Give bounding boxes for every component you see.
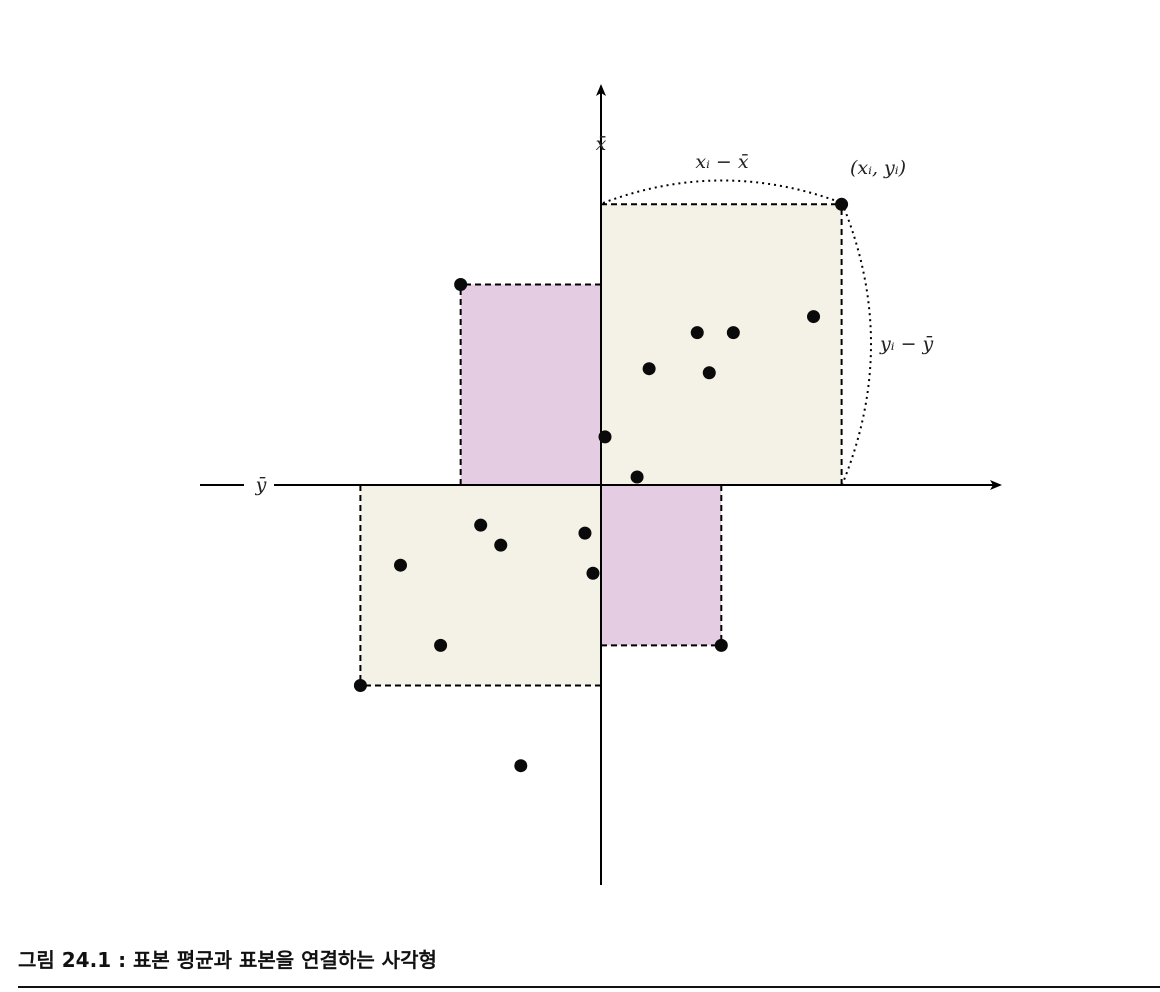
- data-point: [835, 197, 849, 211]
- data-point: [494, 538, 508, 552]
- horizontal-axis-label: ȳ: [255, 474, 267, 496]
- data-point: [454, 278, 468, 291]
- point-label: (xᵢ, yᵢ): [850, 157, 906, 179]
- deviation-annotations: xᵢ − x̄ yᵢ − ȳ (xᵢ, yᵢ): [602, 151, 934, 486]
- data-point: [514, 759, 528, 773]
- vertical-axis-label: x̄: [596, 133, 607, 155]
- data-point: [474, 518, 488, 532]
- vertical-deviation-label: yᵢ − ȳ: [879, 333, 934, 355]
- data-point: [394, 558, 407, 572]
- positive-product-rectangle: [601, 204, 842, 486]
- caption-divider: [18, 986, 1160, 988]
- data-point: [578, 526, 592, 540]
- figure-caption: 그림 24.1 : 표본 평균과 표본을 연결하는 사각형: [18, 948, 437, 972]
- horizontal-deviation-label: xᵢ − x̄: [695, 151, 749, 173]
- data-point: [598, 430, 612, 444]
- data-point: [642, 362, 656, 376]
- data-point: [714, 638, 728, 652]
- vertical-deviation-arc: [841, 202, 872, 486]
- data-point: [434, 638, 448, 652]
- data-point: [726, 326, 740, 340]
- mean-axes: ȳ x̄: [200, 84, 1002, 885]
- scatter-diagram: ȳ x̄ xᵢ − x̄ yᵢ − ȳ (xᵢ, yᵢ): [200, 84, 1002, 885]
- data-point: [353, 679, 367, 692]
- data-point: [586, 566, 600, 580]
- data-point: [630, 470, 644, 484]
- positive-product-rectangle: [360, 485, 601, 686]
- negative-product-rectangle: [460, 284, 601, 485]
- negative-product-rectangle: [601, 485, 722, 646]
- data-points: [353, 197, 849, 773]
- data-point: [807, 310, 821, 324]
- data-point: [690, 326, 704, 340]
- deviation-rectangles: [359, 203, 843, 687]
- horizontal-deviation-arc: [602, 179, 843, 204]
- data-point: [702, 366, 716, 380]
